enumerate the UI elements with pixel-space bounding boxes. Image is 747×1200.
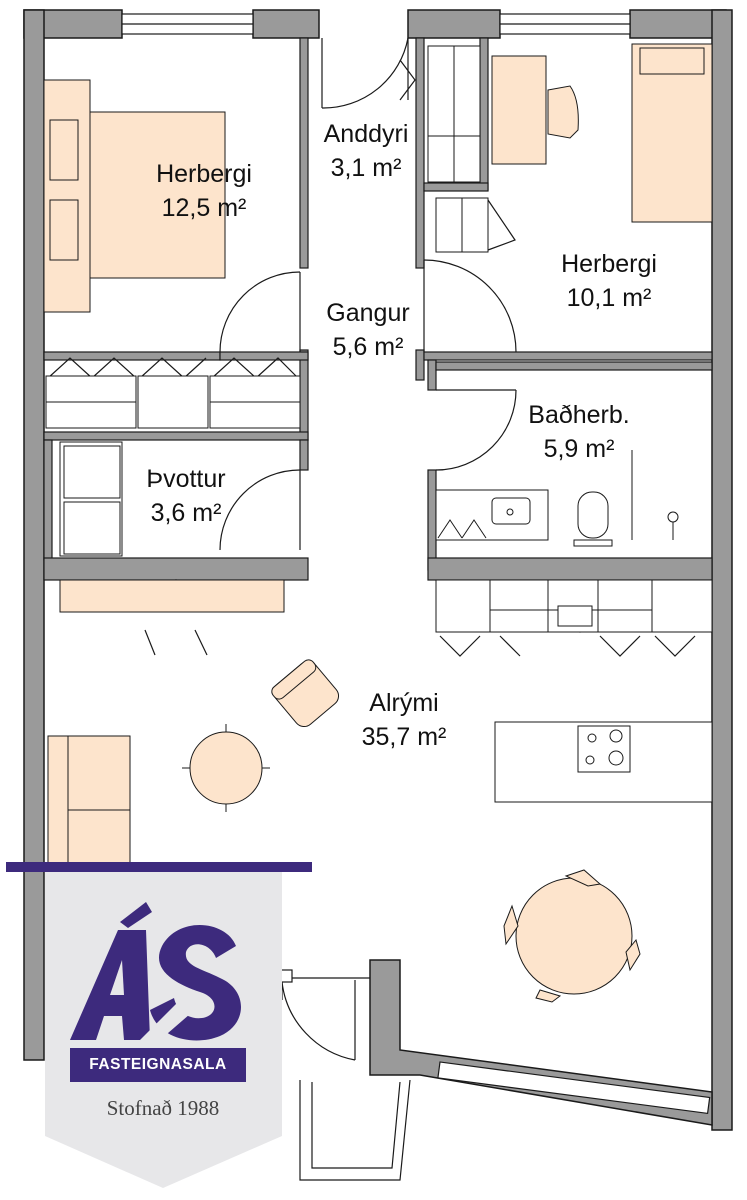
room-name: Alrými <box>369 689 439 717</box>
room-name: Herbergi <box>156 160 252 188</box>
room-name: Baðherb. <box>528 401 630 429</box>
room-name: Gangur <box>326 299 410 327</box>
company-logo <box>6 862 312 1188</box>
armchair <box>271 659 340 728</box>
logo-mark <box>70 902 241 1041</box>
desk <box>491 55 547 165</box>
windows <box>121 13 711 1115</box>
logo-top-bar <box>6 862 312 872</box>
room-area: 3,1 m² <box>330 154 402 182</box>
sideboard <box>59 579 285 613</box>
room-area: 5,6 m² <box>332 333 404 361</box>
room-label-thvottur: Þvottur 3,6 m² <box>146 462 225 530</box>
room-area: 3,6 m² <box>150 499 222 527</box>
room-label-alrymi: Alrými 35,7 m² <box>362 686 447 754</box>
room-area: 35,7 m² <box>361 723 447 751</box>
room-label-badherb: Baðherb. 5,9 m² <box>528 398 629 466</box>
logo-band-bg <box>70 1048 246 1082</box>
logo-subtitle: Stofnað 1988 <box>106 1096 220 1120</box>
room-label-herbergi-1: Herbergi 12,5 m² <box>156 157 252 225</box>
room-area: 10,1 m² <box>566 284 652 312</box>
room-name: Þvottur <box>146 465 226 493</box>
coffee-table <box>189 731 263 805</box>
cooktop <box>577 725 631 773</box>
logo-band-text: FASTEIGNASALA <box>89 1056 227 1073</box>
room-area: 12,5 m² <box>161 194 247 222</box>
interior-walls <box>43 37 713 581</box>
furniture <box>43 43 713 1003</box>
room-label-anddyri: Anddyri 3,1 m² <box>324 117 409 185</box>
room-label-herbergi-2: Herbergi 10,1 m² <box>561 247 657 315</box>
toilet <box>577 491 609 539</box>
double-bed <box>43 79 91 313</box>
room-area: 5,9 m² <box>543 435 615 463</box>
balcony <box>299 1079 411 1181</box>
room-name: Anddyri <box>323 120 409 148</box>
room-name: Herbergi <box>561 250 657 278</box>
dining-table <box>515 877 633 995</box>
room-label-gangur: Gangur 5,6 m² <box>326 296 409 364</box>
exterior-walls <box>23 9 733 1131</box>
